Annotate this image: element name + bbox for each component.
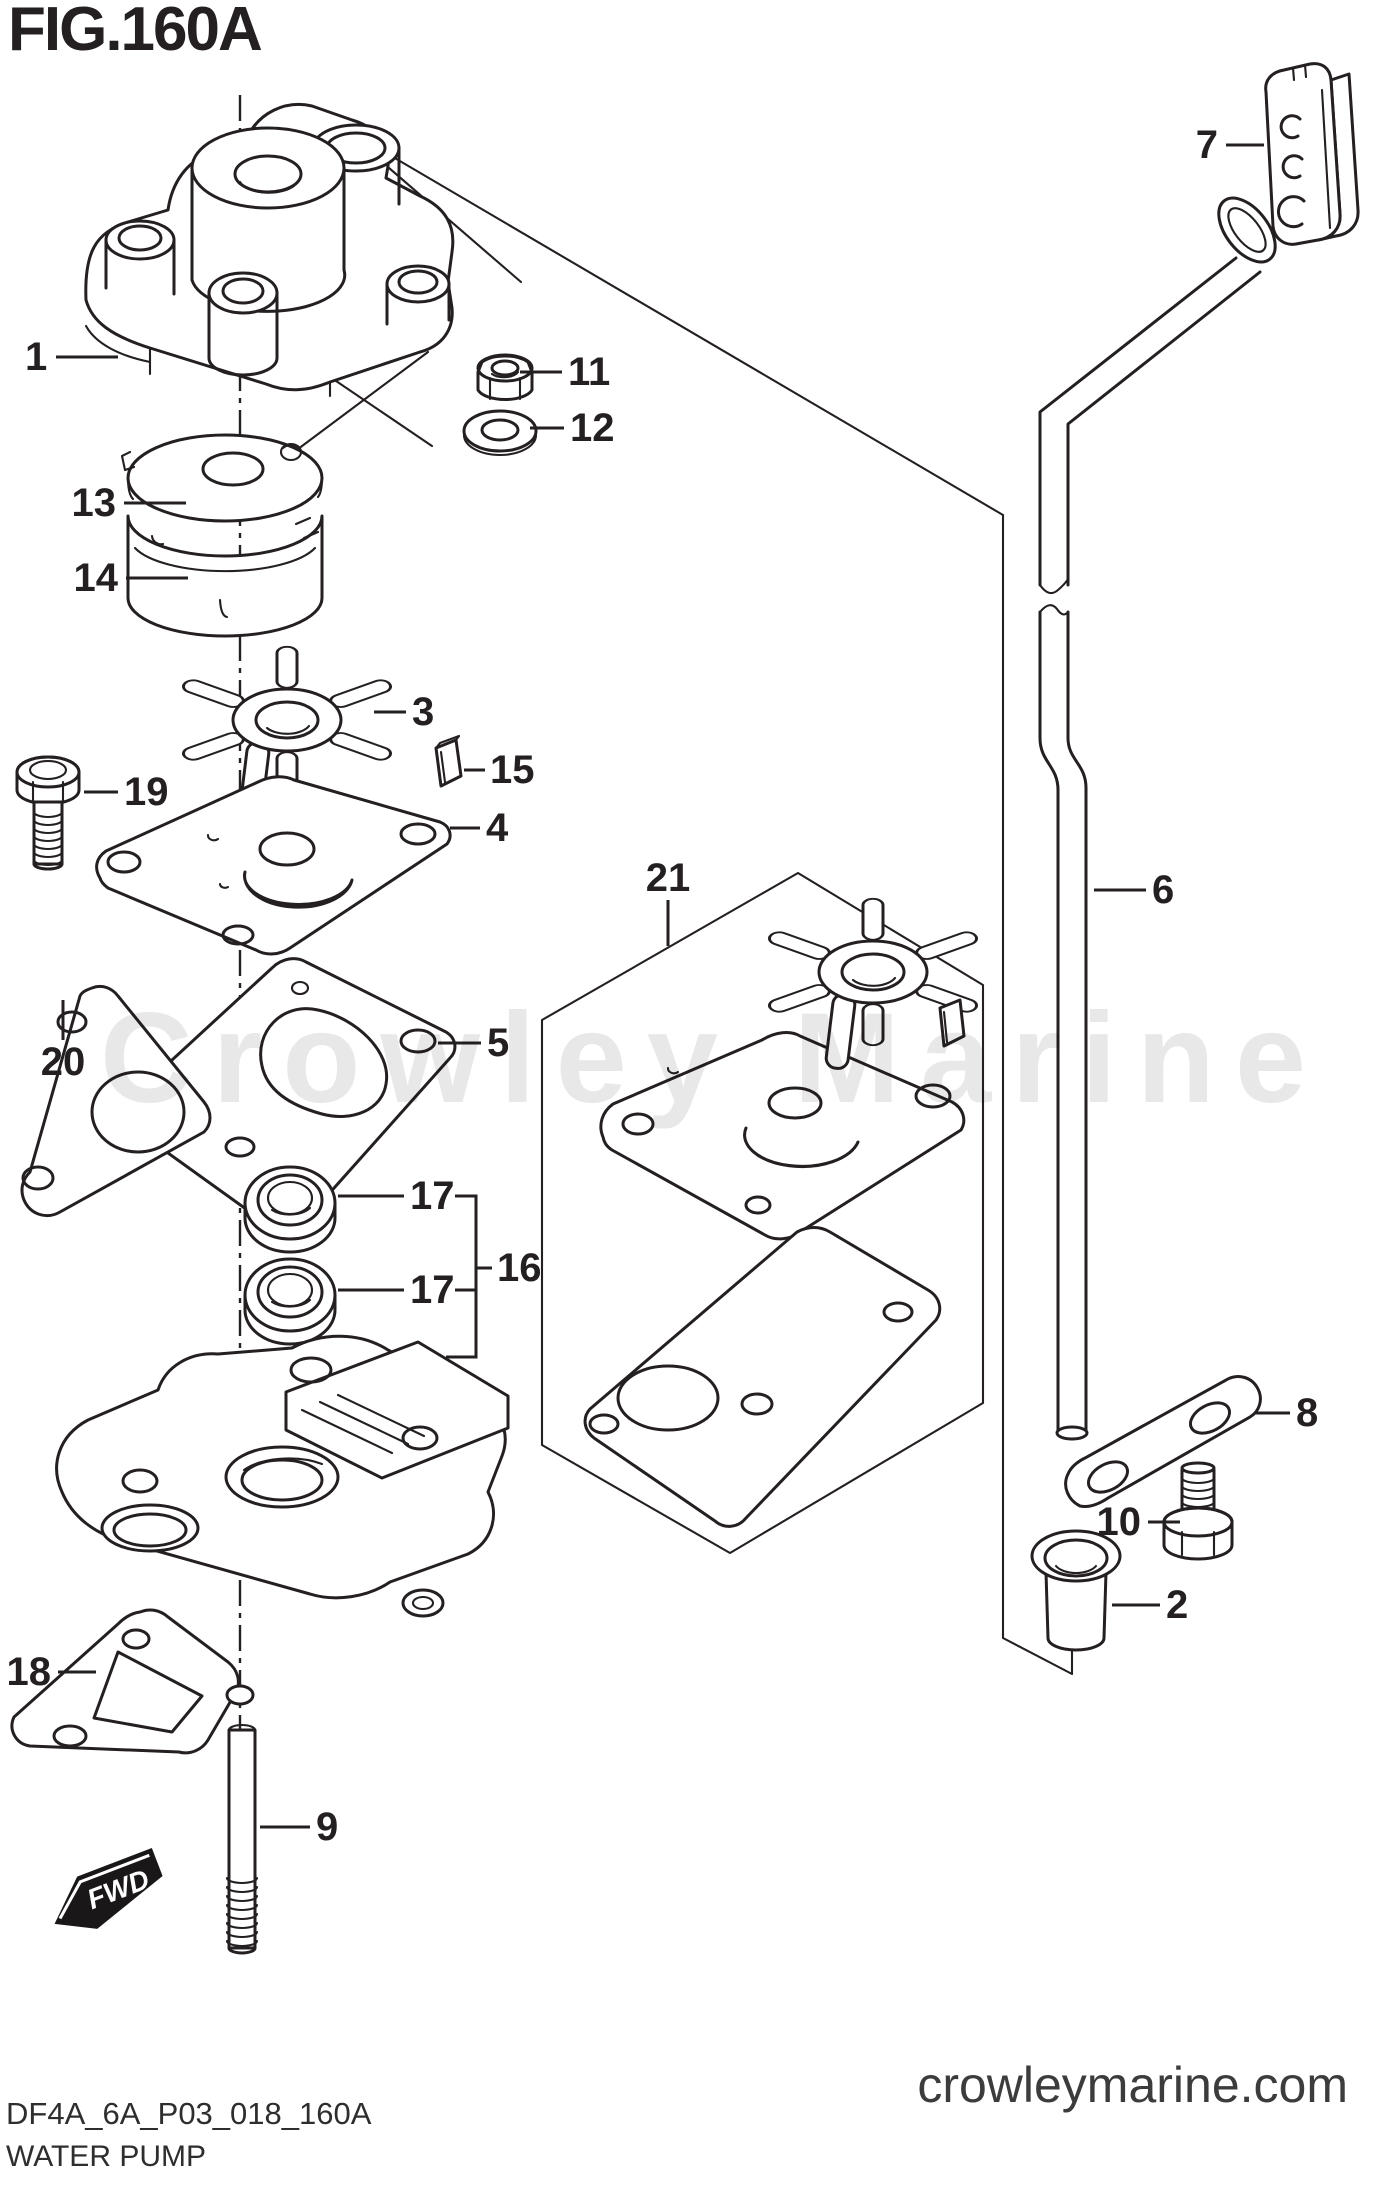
callout-5: 5	[487, 1021, 509, 1065]
callout-6: 6	[1152, 868, 1174, 912]
callout-20: 20	[41, 1040, 86, 1084]
part-2-bushing-drawing	[1030, 1529, 1122, 1652]
part-1-pump-case-drawing	[84, 103, 455, 398]
footer-website: crowleymarine.com	[917, 2057, 1348, 2113]
callout-19: 19	[124, 770, 169, 814]
part-4-plate-drawing	[95, 775, 452, 956]
part-7-grommet-drawing	[1264, 62, 1360, 246]
callout-13: 13	[72, 481, 117, 525]
fwd-arrow: FWD	[54, 1847, 163, 1929]
callout-8: 8	[1296, 1391, 1318, 1435]
part-12-washer-drawing	[462, 409, 538, 457]
callout-12: 12	[570, 406, 615, 450]
footer-part-code: DF4A_6A_P03_018_160A	[6, 2096, 372, 2131]
repair-kit-box	[540, 871, 985, 1555]
callout-17: 17	[410, 1174, 455, 1218]
footer-figure-name: WATER PUMP	[6, 2140, 206, 2173]
callout-7: 7	[1196, 123, 1218, 167]
part-6-water-tube-drawing	[1038, 196, 1277, 1441]
callout-9: 9	[316, 1805, 338, 1849]
kit-key-drawing	[938, 998, 966, 1048]
part-11-nut-drawing	[476, 353, 534, 402]
kit-base-gasket-drawing	[583, 1226, 942, 1528]
part-18-gasket-drawing	[10, 1608, 255, 1755]
callout-14: 14	[74, 556, 119, 600]
callout-15: 15	[490, 748, 535, 792]
callout-4: 4	[486, 806, 509, 850]
callout-21: 21	[646, 856, 691, 900]
figure-title: FIG.160A	[8, 0, 263, 64]
part-19-bolt-drawing	[15, 755, 81, 871]
callout-17: 17	[410, 1268, 455, 1312]
part-14-drawing	[126, 514, 324, 638]
lower-housing-drawing	[55, 1334, 510, 1618]
part-17-seal-lower-drawing	[243, 1257, 337, 1346]
callout-16: 16	[497, 1246, 542, 1290]
kit-plate-gasket-drawing	[599, 1031, 966, 1241]
callout-10: 10	[1097, 1500, 1142, 1544]
callout-11: 11	[568, 350, 610, 394]
callout-3: 3	[412, 690, 434, 734]
callout-18: 18	[7, 1650, 52, 1694]
part-20-gasket-drawing	[20, 984, 212, 1217]
part-15-key-drawing	[434, 734, 463, 788]
part-8-strap-drawing	[1064, 1375, 1262, 1508]
part-17-seal-upper-drawing	[243, 1165, 337, 1254]
part-9-stud-drawing	[225, 1723, 259, 1955]
part-13-drawing	[120, 433, 324, 523]
callout-2: 2	[1166, 1583, 1188, 1627]
part-10-bolt-drawing	[1162, 1461, 1234, 1561]
callout-1: 1	[25, 335, 47, 379]
